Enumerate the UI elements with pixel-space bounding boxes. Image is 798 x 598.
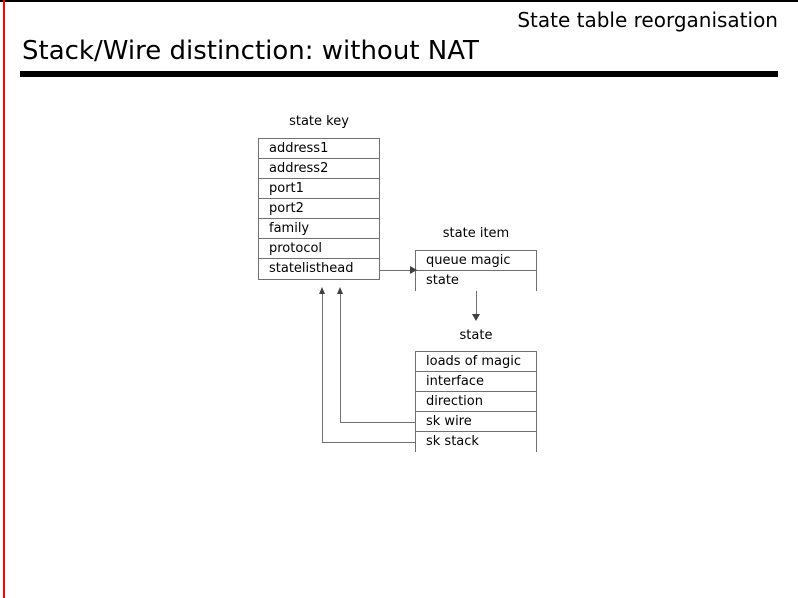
arrow-up-icon	[319, 287, 325, 294]
connector-sk-wire-vertical	[340, 292, 341, 422]
state-box: loads of magic interface direction sk wi…	[415, 351, 537, 452]
connector-sk-wire-horizontal	[340, 422, 416, 423]
title-underline-rule	[20, 71, 778, 77]
table-row: address1	[259, 139, 379, 159]
table-row: queue magic	[416, 251, 536, 271]
connector-statelisthead-to-state-item	[380, 270, 418, 271]
table-row: family	[259, 219, 379, 239]
table-row: port1	[259, 179, 379, 199]
arrow-up-icon	[337, 287, 343, 294]
state-key-caption: state key	[289, 114, 349, 129]
connector-sk-stack-horizontal	[322, 442, 416, 443]
table-row: loads of magic	[416, 352, 536, 372]
slide-header: State table reorganisation	[517, 8, 778, 32]
state-caption: state	[459, 328, 493, 343]
top-border-rule	[0, 0, 798, 2]
state-item-caption: state item	[442, 226, 510, 241]
connector-sk-stack-vertical	[322, 292, 323, 442]
arrow-down-icon	[472, 314, 480, 321]
connector-state-item-to-state	[476, 291, 477, 319]
table-row: state	[416, 271, 536, 291]
table-row: port2	[259, 199, 379, 219]
page-title: Stack/Wire distinction: without NAT	[22, 36, 479, 66]
table-row: protocol	[259, 239, 379, 259]
table-row: address2	[259, 159, 379, 179]
table-row: interface	[416, 372, 536, 392]
table-row: sk wire	[416, 412, 536, 432]
state-item-box: queue magic state	[415, 250, 537, 291]
state-key-box: address1 address2 port1 port2 family pro…	[258, 138, 380, 280]
arrow-right-icon	[410, 266, 417, 274]
left-red-stripe	[3, 0, 5, 598]
table-row: statelisthead	[259, 259, 379, 279]
table-row: sk stack	[416, 432, 536, 452]
table-row: direction	[416, 392, 536, 412]
